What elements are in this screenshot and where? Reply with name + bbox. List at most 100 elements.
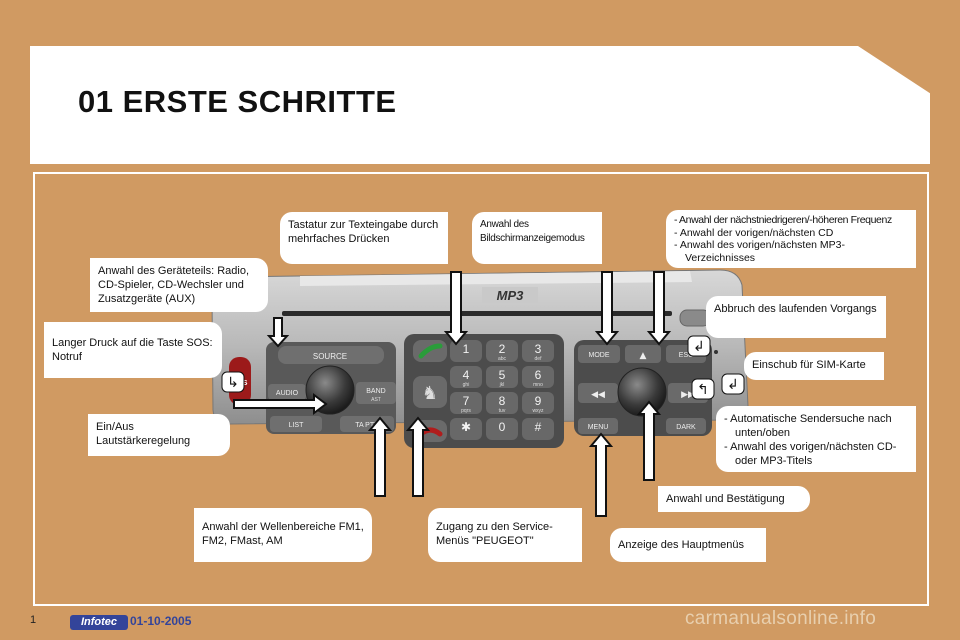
audio-button: AUDIO: [268, 384, 306, 400]
svg-text:◀◀: ◀◀: [591, 390, 605, 400]
keypad-key-letters: abc: [498, 356, 507, 362]
page-number: 1: [30, 614, 37, 626]
search-item: Automatische Sendersuche nach unten/oben: [724, 412, 908, 440]
label-confirm-content: Anwahl und Bestätigung: [666, 493, 785, 505]
arrow-source: [266, 317, 290, 348]
footer-date: 01-10-2005: [130, 614, 192, 628]
svg-text:MENU: MENU: [588, 424, 609, 431]
arrow-power: [233, 393, 328, 415]
arrow-keypad: [443, 271, 469, 346]
keypad-key-number: 7: [463, 394, 470, 408]
svg-text:TA PTY: TA PTY: [355, 422, 379, 429]
label-search-list: Automatische Sendersuche nach unten/oben…: [716, 406, 916, 472]
label-bands: Anwahl der Wellenbereiche FM1, FM2, FMas…: [194, 508, 372, 562]
label-source-select-content: Anwahl des Geräteteils: Radio, CD-Spiele…: [98, 265, 250, 305]
pointer-arrows: [233, 271, 672, 517]
svg-text:DARK: DARK: [676, 424, 696, 431]
label-display-mode: Anwahl des Bildschirmanzeigemodus: [472, 212, 602, 264]
svg-text:♞: ♞: [422, 383, 438, 404]
keypad-key-number: 3: [535, 342, 542, 356]
label-abort: Abbruch des laufenden Vorgangs: [706, 296, 886, 338]
svg-text:MODE: MODE: [589, 352, 610, 359]
mode-button: MODE: [578, 345, 620, 363]
svg-text:↲: ↲: [693, 339, 705, 355]
dark-button: DARK: [666, 418, 706, 434]
label-bands-content: Anwahl der Wellenbereiche FM1, FM2, FMas…: [202, 521, 364, 547]
keypad-key-10: ✱: [450, 418, 482, 440]
arrow-confirm: [636, 400, 662, 481]
watermark: carmanualsonline.info: [685, 608, 877, 629]
call-accept-button: [413, 340, 447, 362]
freq-item: Anwahl der nächstniedrigeren/-höheren Fr…: [674, 214, 908, 227]
cd-slot: [282, 311, 672, 316]
keypad-key-letters: pqrs: [461, 408, 471, 414]
infotec-logo: Infotec: [70, 615, 128, 630]
keypad-key-12: #: [522, 418, 554, 440]
menu-button: MENU: [578, 418, 618, 434]
arrow-service: [405, 416, 431, 497]
label-sos-content: Langer Druck auf die Taste SOS: Notruf: [52, 337, 213, 363]
svg-text:▶▶: ▶▶: [681, 390, 695, 400]
keypad-key-letters: def: [535, 356, 543, 362]
source-button: SOURCE: [278, 346, 384, 364]
svg-text:↰: ↰: [697, 382, 709, 398]
label-confirm: Anwahl und Bestätigung: [658, 486, 810, 512]
keypad-key-11: 0: [486, 418, 518, 440]
up-button: ▲: [625, 345, 661, 363]
label-main-menu: Anzeige des Hauptmenüs: [610, 528, 766, 562]
prev-button: ◀◀: [578, 383, 618, 403]
arrow-bands: [367, 416, 393, 497]
svg-text:ESC: ESC: [679, 352, 693, 359]
label-service-content: Zugang zu den Service-Menüs "PEUGEOT": [436, 521, 553, 547]
freq-item: Anwahl der vorigen/nächsten CD: [674, 227, 908, 240]
label-sos: Langer Druck auf die Taste SOS: Notruf: [44, 322, 222, 378]
label-abort-content: Abbruch des laufenden Vorgangs: [714, 303, 877, 315]
band-button: BAND AST: [356, 382, 396, 404]
svg-text:SOURCE: SOURCE: [313, 352, 347, 361]
label-sim-content: Einschub für SIM-Karte: [752, 359, 866, 371]
svg-text:↳: ↳: [227, 375, 239, 391]
label-keypad-text: Tastatur zur Texteingabe durch mehrfache…: [280, 212, 448, 264]
header-panel: [30, 46, 930, 164]
arrow-menu: [588, 432, 614, 517]
svg-text:▲: ▲: [640, 351, 647, 361]
svg-text:BAND: BAND: [366, 388, 385, 395]
peugeot-logo-button: ♞: [413, 376, 447, 408]
mp3-badge: MP3: [482, 287, 538, 303]
arrow-mode: [594, 271, 620, 346]
label-source-select: Anwahl des Geräteteils: Radio, CD-Spiele…: [90, 258, 268, 312]
content-frame: [33, 172, 929, 606]
keypad-key-letters: mno: [533, 382, 543, 388]
arrow-freq: [646, 271, 672, 346]
keypad-key-letters: wxyz: [532, 408, 544, 414]
selection-knob: [617, 367, 667, 417]
keypad-key-number: 2: [499, 342, 506, 356]
label-power: Ein/Aus Lautstärkeregelung: [88, 414, 230, 456]
keypad-key-number: 1: [463, 342, 470, 356]
search-item: Anwahl des vorigen/nächsten CD- oder MP3…: [724, 440, 908, 468]
label-frequency-list: Anwahl der nächstniedrigeren/-höheren Fr…: [666, 210, 916, 268]
curved-arrows: ↲ ↲ ↰ ↳: [221, 335, 745, 400]
list-button: LIST: [270, 416, 322, 432]
keypad-key-number: 5: [499, 368, 506, 382]
keypad-key-letters: jkl: [499, 382, 505, 388]
mp3-badge-text: MP3: [497, 288, 525, 303]
label-sim: Einschub für SIM-Karte: [744, 352, 884, 380]
svg-text:AUDIO: AUDIO: [276, 390, 299, 397]
keypad-key-number: #: [535, 420, 542, 434]
svg-text:AST: AST: [371, 397, 381, 403]
keypad-key-number: ✱: [461, 420, 471, 434]
label-power-content: Ein/Aus Lautstärkeregelung: [96, 421, 191, 447]
label-main-menu-content: Anzeige des Hauptmenüs: [618, 539, 744, 551]
label-display-mode-content: Anwahl des Bildschirmanzeigemodus: [480, 219, 585, 244]
keypad-key-number: 0: [499, 420, 506, 434]
